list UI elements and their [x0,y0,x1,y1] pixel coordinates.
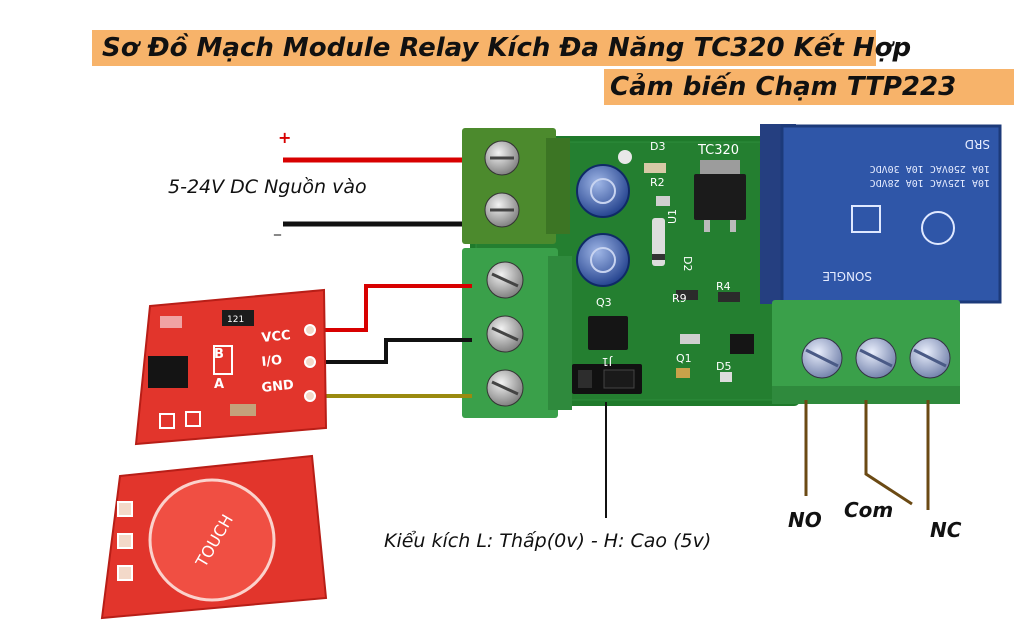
power-wires [283,157,475,227]
part-d3: D3 [650,140,665,153]
part-r2: R2 [650,176,665,189]
capacitor-2 [576,233,630,287]
sensor-pin-vcc: VCC [261,328,292,346]
trigger-mode-label: Kiểu kích L: Thấp(0v) - H: Cao (5v) [384,530,712,552]
output-no-label: NO [788,508,822,532]
part-q3: Q3 [596,296,612,309]
part-q1: Q1 [676,352,692,365]
capacitor-1 [576,164,630,218]
part-j1: J1 [602,355,613,368]
relay-brand: SONGLE [822,269,872,283]
output-nc-label: NC [930,518,962,542]
sensor-pin-gnd: GND [261,378,295,396]
sensor-wires [316,284,472,398]
title-line-2: Cảm biến Chạm TTP223 [604,69,1014,105]
part-d2: D2 [681,256,694,271]
part-r9: R9 [672,292,687,305]
power-plus-sign: + [278,128,292,147]
sensor-jumper-b: B [214,347,224,362]
relay-module-board [462,128,800,418]
power-minus-sign: _ [274,220,281,236]
part-u1: U1 [666,209,679,224]
relay-rating-1: 10A 250VAC 10A 30VDC [870,163,990,174]
sensor-chip-label: 121 [227,315,244,325]
power-terminal-block [462,128,570,244]
output-com-label: Com [844,498,894,522]
part-d5: D5 [716,360,731,373]
relay-rating-2: 10A 125VAC 10A 28VDC [870,177,990,188]
output-terminal-block [772,300,960,404]
touch-sensor-module [134,288,328,446]
sensor-terminal-block [462,248,572,418]
touch-pad-board [100,454,328,620]
power-input-label: 5-24V DC Nguồn vào [168,176,367,198]
part-r4: R4 [716,280,731,293]
sensor-jumper-a: A [214,377,224,392]
relay [760,124,1002,304]
output-wires [804,400,930,510]
relay-model: SRD [965,137,990,151]
title-line-1: Sơ Đồ Mạch Module Relay Kích Đa Năng TC3… [92,30,911,66]
sensor-pin-io: I/O [261,353,283,370]
module-name: TC320 [697,143,739,158]
